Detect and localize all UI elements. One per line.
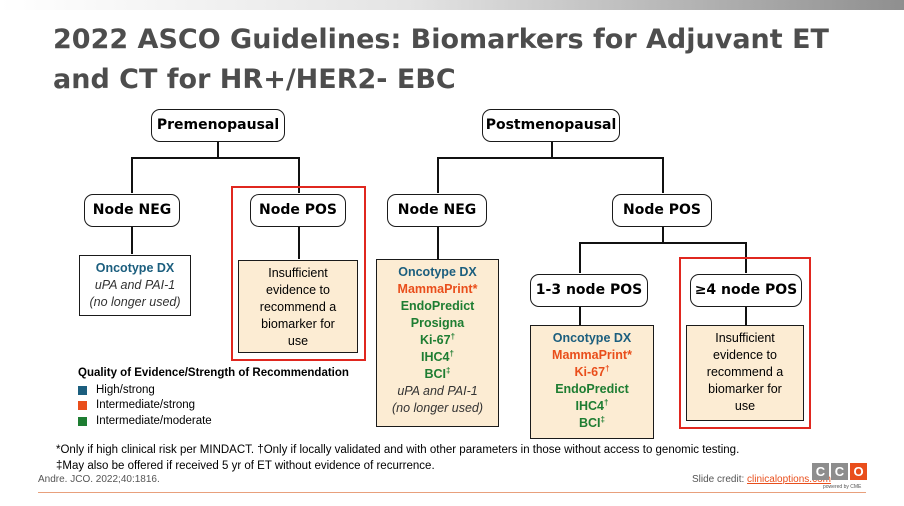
red-highlight-outline [231, 186, 366, 361]
ki67-label: Ki-67† [574, 363, 610, 379]
connector-line [131, 227, 133, 254]
connector-line [131, 157, 299, 159]
legend-label: Intermediate/moderate [96, 414, 212, 427]
insufficient-line: biomarker for [261, 317, 335, 331]
legend-item: High/strong [78, 383, 349, 399]
four-plus-node-pos-box: ≥4 node POS [690, 274, 802, 307]
insufficient-line: use [734, 399, 756, 413]
connector-line [217, 141, 219, 158]
insufficient-line: evidence to [266, 283, 330, 297]
bottom-divider [38, 492, 866, 493]
prosigna-label: Prosigna [410, 316, 465, 330]
connector-line [662, 157, 664, 193]
logo-letter: C [812, 463, 829, 480]
connector-line [131, 157, 133, 193]
legend-label: High/strong [96, 383, 155, 396]
ihc4-label: IHC4† [575, 397, 609, 413]
oncotype-dx-label: Oncotype DX [398, 265, 477, 279]
connector-line [298, 227, 300, 259]
legend-item: Intermediate/strong [78, 398, 349, 414]
bci-label: BCI‡ [579, 414, 605, 430]
slide-title: 2022 ASCO Guidelines: Biomarkers for Adj… [53, 24, 829, 95]
post-node-neg-box: Node NEG [387, 194, 487, 227]
legend-label: Intermediate/strong [96, 399, 196, 411]
insufficient-line: use [287, 334, 309, 348]
clinicaloptions-link[interactable]: clinicaloptions.com [747, 474, 831, 485]
insufficient-line: biomarker for [708, 382, 782, 396]
evidence-legend: Quality of Evidence/Strength of Recommen… [78, 366, 349, 429]
insufficient-line: Insufficient [715, 331, 775, 345]
red-highlight-outline [679, 257, 811, 429]
footnote-2: ‡May also be offered if received 5 yr of… [56, 460, 435, 472]
connector-line [437, 227, 439, 259]
mammaprint-label: MammaPrint* [552, 348, 632, 362]
connector-line [745, 307, 747, 325]
cco-logo: C C O [812, 463, 869, 480]
connector-line [579, 307, 581, 325]
no-longer-used-label: (no longer used) [391, 401, 484, 415]
legend-swatch-intermediate-moderate [78, 416, 87, 426]
connector-line [437, 157, 663, 159]
legend-swatch-intermediate-strong [78, 401, 87, 411]
logo-subtitle: powered by CME [823, 484, 862, 490]
pre-node-pos-insufficient-box: Insufficient evidence to recommend a bio… [238, 260, 358, 353]
connector-line [662, 227, 664, 243]
one-to-three-biomarkers: Oncotype DX MammaPrint* Ki-67† EndoPredi… [530, 325, 654, 439]
postmenopausal-box: Postmenopausal [482, 109, 620, 142]
top-gradient-bar [0, 0, 904, 10]
bci-label: BCI‡ [424, 365, 451, 381]
ihc4-label: IHC4† [421, 348, 454, 364]
post-node-pos-box: Node POS [612, 194, 712, 227]
pre-node-neg-biomarkers: Oncotype DX uPA and PAI-1 (no longer use… [79, 255, 191, 316]
premenopausal-box: Premenopausal [151, 109, 285, 142]
insufficient-line: recommend a [259, 300, 337, 314]
legend-title: Quality of Evidence/Strength of Recommen… [78, 367, 349, 379]
oncotype-dx-label: Oncotype DX [95, 261, 175, 275]
pre-node-pos-box: Node POS [250, 194, 346, 227]
logo-letter: C [831, 463, 848, 480]
slide-credit-prefix: Slide credit: [692, 474, 748, 485]
insufficient-line: evidence to [713, 348, 777, 362]
connector-line [298, 157, 300, 193]
pre-node-neg-box: Node NEG [84, 194, 180, 227]
four-plus-insufficient-box: Insufficient evidence to recommend a bio… [686, 325, 804, 421]
connector-line [579, 242, 746, 244]
citation: Andre. JCO. 2022;40:1816. [38, 474, 160, 485]
connector-line [579, 242, 581, 273]
upa-pai1-label: uPA and PAI-1 [397, 384, 478, 398]
endopredict-label: EndoPredict [555, 382, 629, 396]
oncotype-dx-label: Oncotype DX [552, 331, 632, 345]
no-longer-used-label: (no longer used) [89, 295, 181, 309]
slide-credit: Slide credit: clinicaloptions.com [692, 474, 831, 485]
post-node-neg-biomarkers: Oncotype DX MammaPrint* EndoPredict Pros… [376, 259, 499, 427]
legend-item: Intermediate/moderate [78, 414, 349, 430]
logo-letter: O [850, 463, 867, 480]
ki67-label: Ki-67† [419, 331, 456, 347]
connector-line [551, 141, 553, 158]
footnote-1: *Only if high clinical risk per MINDACT.… [56, 444, 740, 456]
upa-pai1-label: uPA and PAI-1 [94, 278, 176, 292]
legend-swatch-high [78, 385, 87, 395]
insufficient-line: recommend a [706, 365, 784, 379]
connector-line [437, 157, 439, 193]
endopredict-label: EndoPredict [400, 299, 475, 313]
insufficient-line: Insufficient [268, 266, 328, 280]
mammaprint-label: MammaPrint* [397, 282, 478, 296]
one-to-three-node-pos-box: 1-3 node POS [530, 274, 648, 307]
